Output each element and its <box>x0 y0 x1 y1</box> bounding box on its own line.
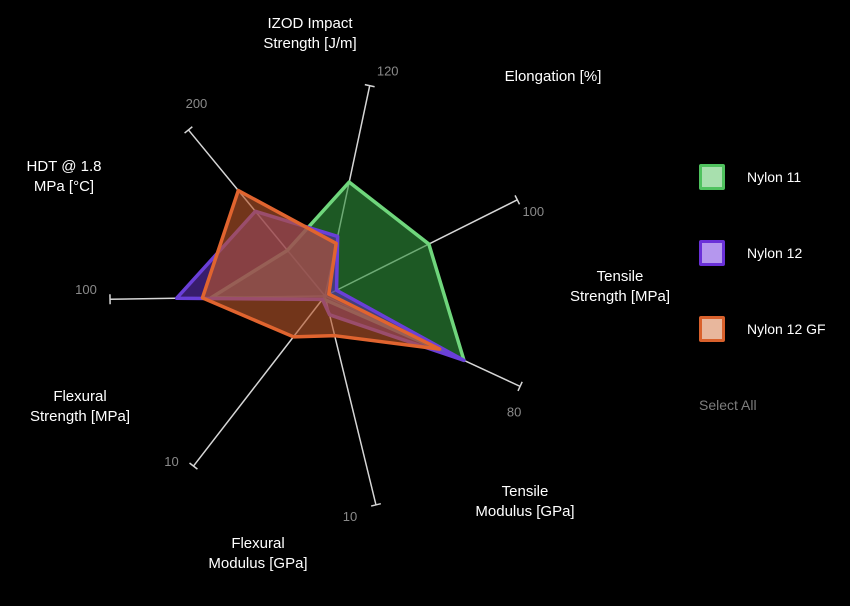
axis-max-label-3: 10 <box>343 509 357 524</box>
axis-tick-1 <box>514 195 521 205</box>
axis-max-label-1: 100 <box>522 204 544 219</box>
axis-tick-4 <box>189 462 198 470</box>
axis-label-1: Elongation [%] <box>505 68 602 85</box>
legend-label-nylon-11: Nylon 11 <box>747 169 802 185</box>
legend-swatch-nylon-12 <box>699 240 725 266</box>
legend-item-nylon-11[interactable]: Nylon 11 <box>699 162 801 192</box>
legend-item-nylon-12[interactable]: Nylon 12 <box>699 238 802 268</box>
legend-swatch-nylon-12-gf <box>699 316 725 342</box>
axis-tick-6 <box>184 126 193 134</box>
axis-max-label-2: 80 <box>507 404 521 419</box>
select-all-button[interactable]: Select All <box>699 397 757 413</box>
series-area-nylon-12-gf <box>200 188 442 351</box>
axis-tick-0 <box>364 83 375 88</box>
axis-tick-3 <box>370 502 382 507</box>
axis-tick-2 <box>517 381 523 392</box>
legend-swatch-nylon-11 <box>699 164 725 190</box>
legend-item-nylon-12-gf[interactable]: Nylon 12 GF <box>699 314 826 344</box>
legend-label-nylon-12: Nylon 12 <box>747 245 803 261</box>
axis-max-label-5: 100 <box>75 282 97 297</box>
axis-max-label-0: 120 <box>377 64 399 79</box>
axis-max-label-6: 200 <box>186 96 208 111</box>
axis-max-label-4: 10 <box>164 454 178 469</box>
legend-label-nylon-12-gf: Nylon 12 GF <box>747 321 826 337</box>
